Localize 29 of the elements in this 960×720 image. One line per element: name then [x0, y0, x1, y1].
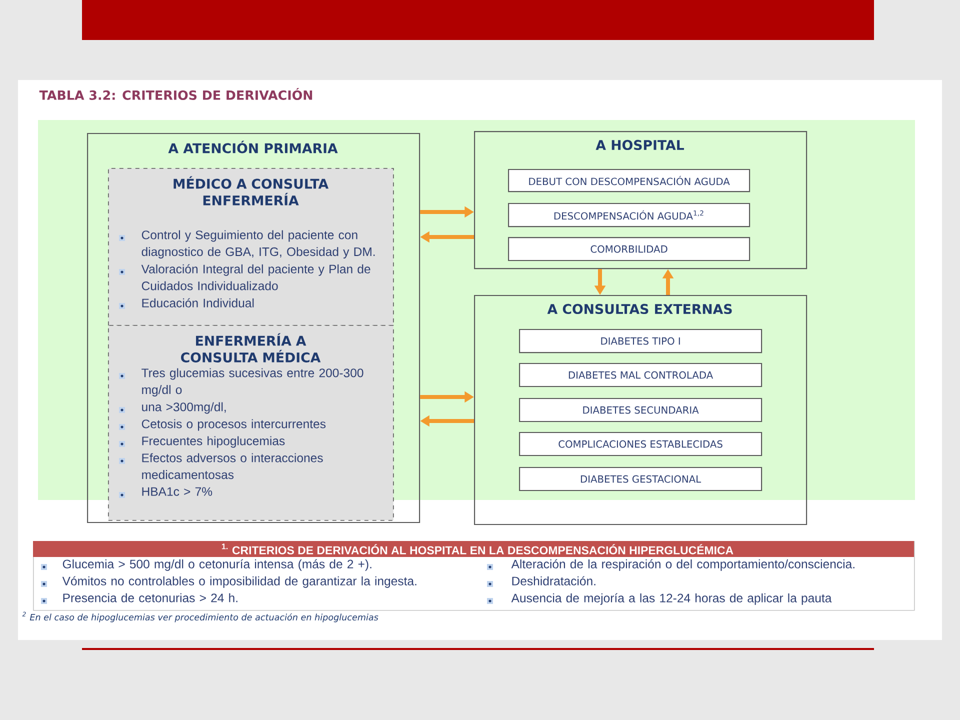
bullet-text: Control y Seguimiento del paciente con diagnostico de GBA, ITG, Obesidad y DM. [142, 230, 375, 258]
bullet-text: una >300mg/dl, [142, 402, 226, 414]
bullet-text: Alteración de la respiración o del comportamiento/consciencia. [511, 559, 854, 571]
bullet-text: Presencia de cetonurias > 24 h. [63, 593, 238, 602]
box-heading: ENFERMERÍA A CONSULTA MÉDICA [181, 333, 321, 362]
section-heading: A HOSPITAL [596, 140, 684, 150]
bullet-text: HBA1c > 7% [142, 487, 212, 496]
bullet-text: Valoración Integral del paciente y Plan de Cuidados Individualizado [141, 264, 370, 290]
box-heading: MÉDICO A CONSULTA ENFERMERÍA [174, 176, 328, 206]
bullet-text: Glucemia > 500 mg/dl o cetonuría intensa (más de 2 +). [62, 559, 372, 571]
criterion-box: DIABETES MAL CONTROLADA [519, 363, 762, 388]
title: TABLA 3.2: CRITERIOS DE DERIVACIÓN [39, 88, 312, 100]
criterion-box: DIABETES TIPO I [519, 329, 762, 354]
bullet-text: Efectos adversos o interacciones medicamentosas [142, 453, 323, 480]
bullet-text: Frecuentes hipoglucemias [142, 436, 285, 448]
bullet-text: Cetosis o procesos intercurrentes [142, 419, 326, 431]
criterion-box: DESCOMPENSACIÓN AGUDA$^{1,2}$ [508, 203, 750, 228]
bullet-text: Ausencia de mejoría a las 12-24 horas de aplicar la pauta [511, 593, 832, 605]
bullet-text: Deshidratación. [512, 576, 596, 586]
criterion-box: DIABETES GESTACIONAL [519, 467, 762, 492]
criterion-box: DIABETES SECUNDARIA [519, 398, 762, 422]
section-heading: A ATENCIÓN PRIMARIA [168, 140, 338, 154]
criterion-box: COMORBILIDAD [508, 237, 750, 262]
criterion-box: COMPLICACIONES ESTABLECIDAS [519, 432, 762, 456]
bullet-text: Vómitos no controlables o imposibilidad de garantizar la ingesta. [62, 576, 416, 588]
section-heading: A CONSULTAS EXTERNAS [547, 304, 732, 314]
bullet-text: Educación Individual [142, 298, 254, 308]
table-header: $^{1.}$ CRITERIOS DE DERIVACIÓN AL HOSPITAL EN LA DESCOMPENSACIÓN HIPERGLUCÉMICA [33, 541, 914, 557]
criterion-box: DEBUT CON DESCOMPENSACIÓN AGUDA [508, 169, 750, 192]
